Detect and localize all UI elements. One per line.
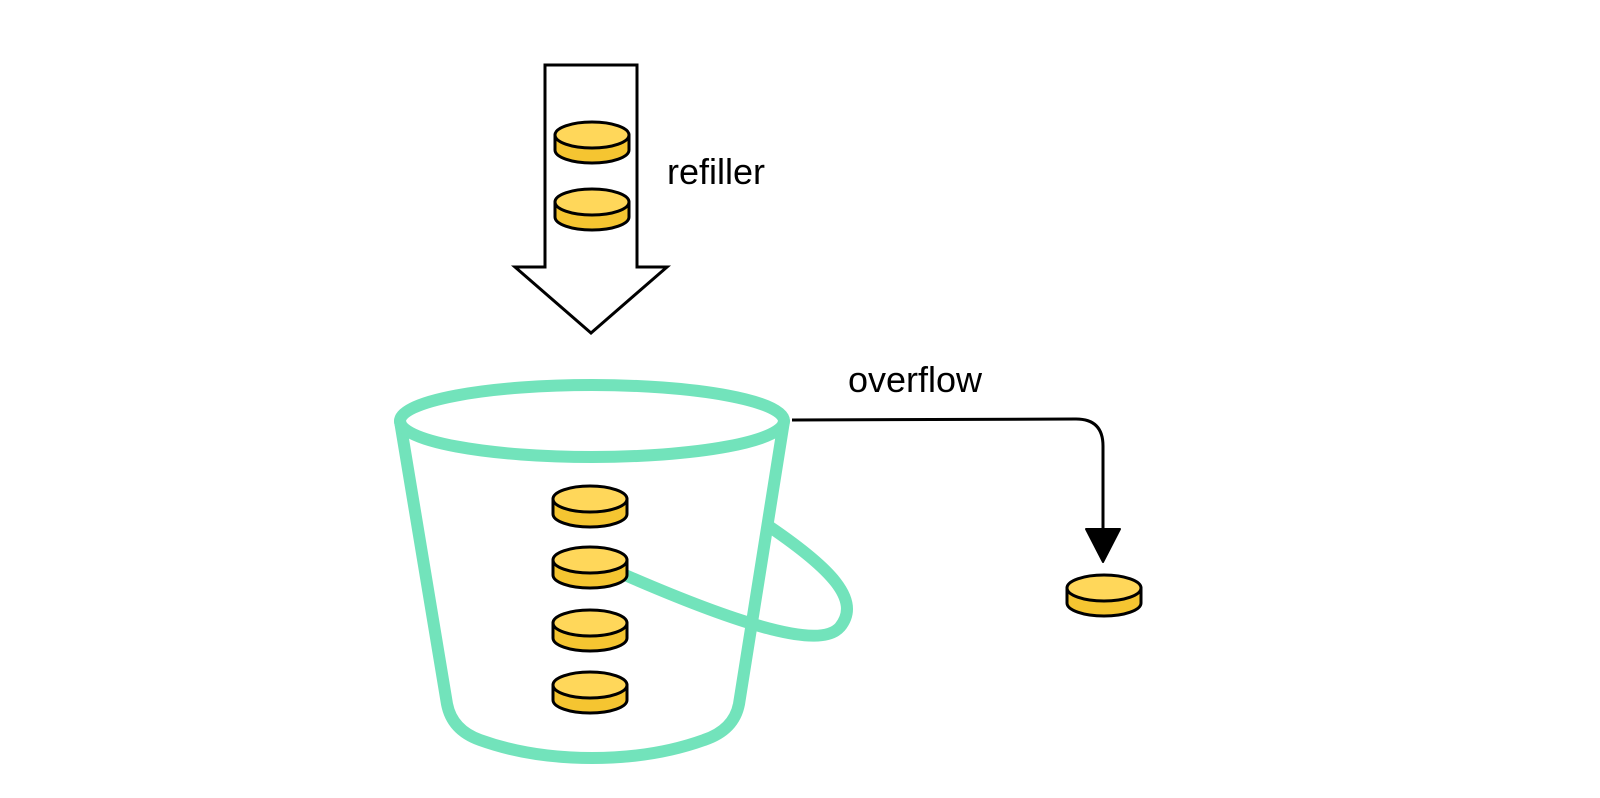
overflow-label: overflow — [848, 359, 983, 400]
bucket-rim — [394, 379, 790, 463]
overflow-token — [1065, 573, 1143, 618]
bucket-token — [551, 484, 629, 529]
refiller-token — [553, 120, 631, 165]
bucket-handle — [619, 521, 853, 642]
bucket-body — [394, 415, 790, 764]
overflow-arrow — [791, 417, 1121, 563]
bucket-token — [551, 545, 629, 590]
bucket-token — [551, 670, 629, 715]
refiller-label: refiller — [667, 151, 765, 192]
bucket-token — [551, 608, 629, 653]
refiller-token — [553, 187, 631, 232]
bucket — [394, 379, 853, 764]
